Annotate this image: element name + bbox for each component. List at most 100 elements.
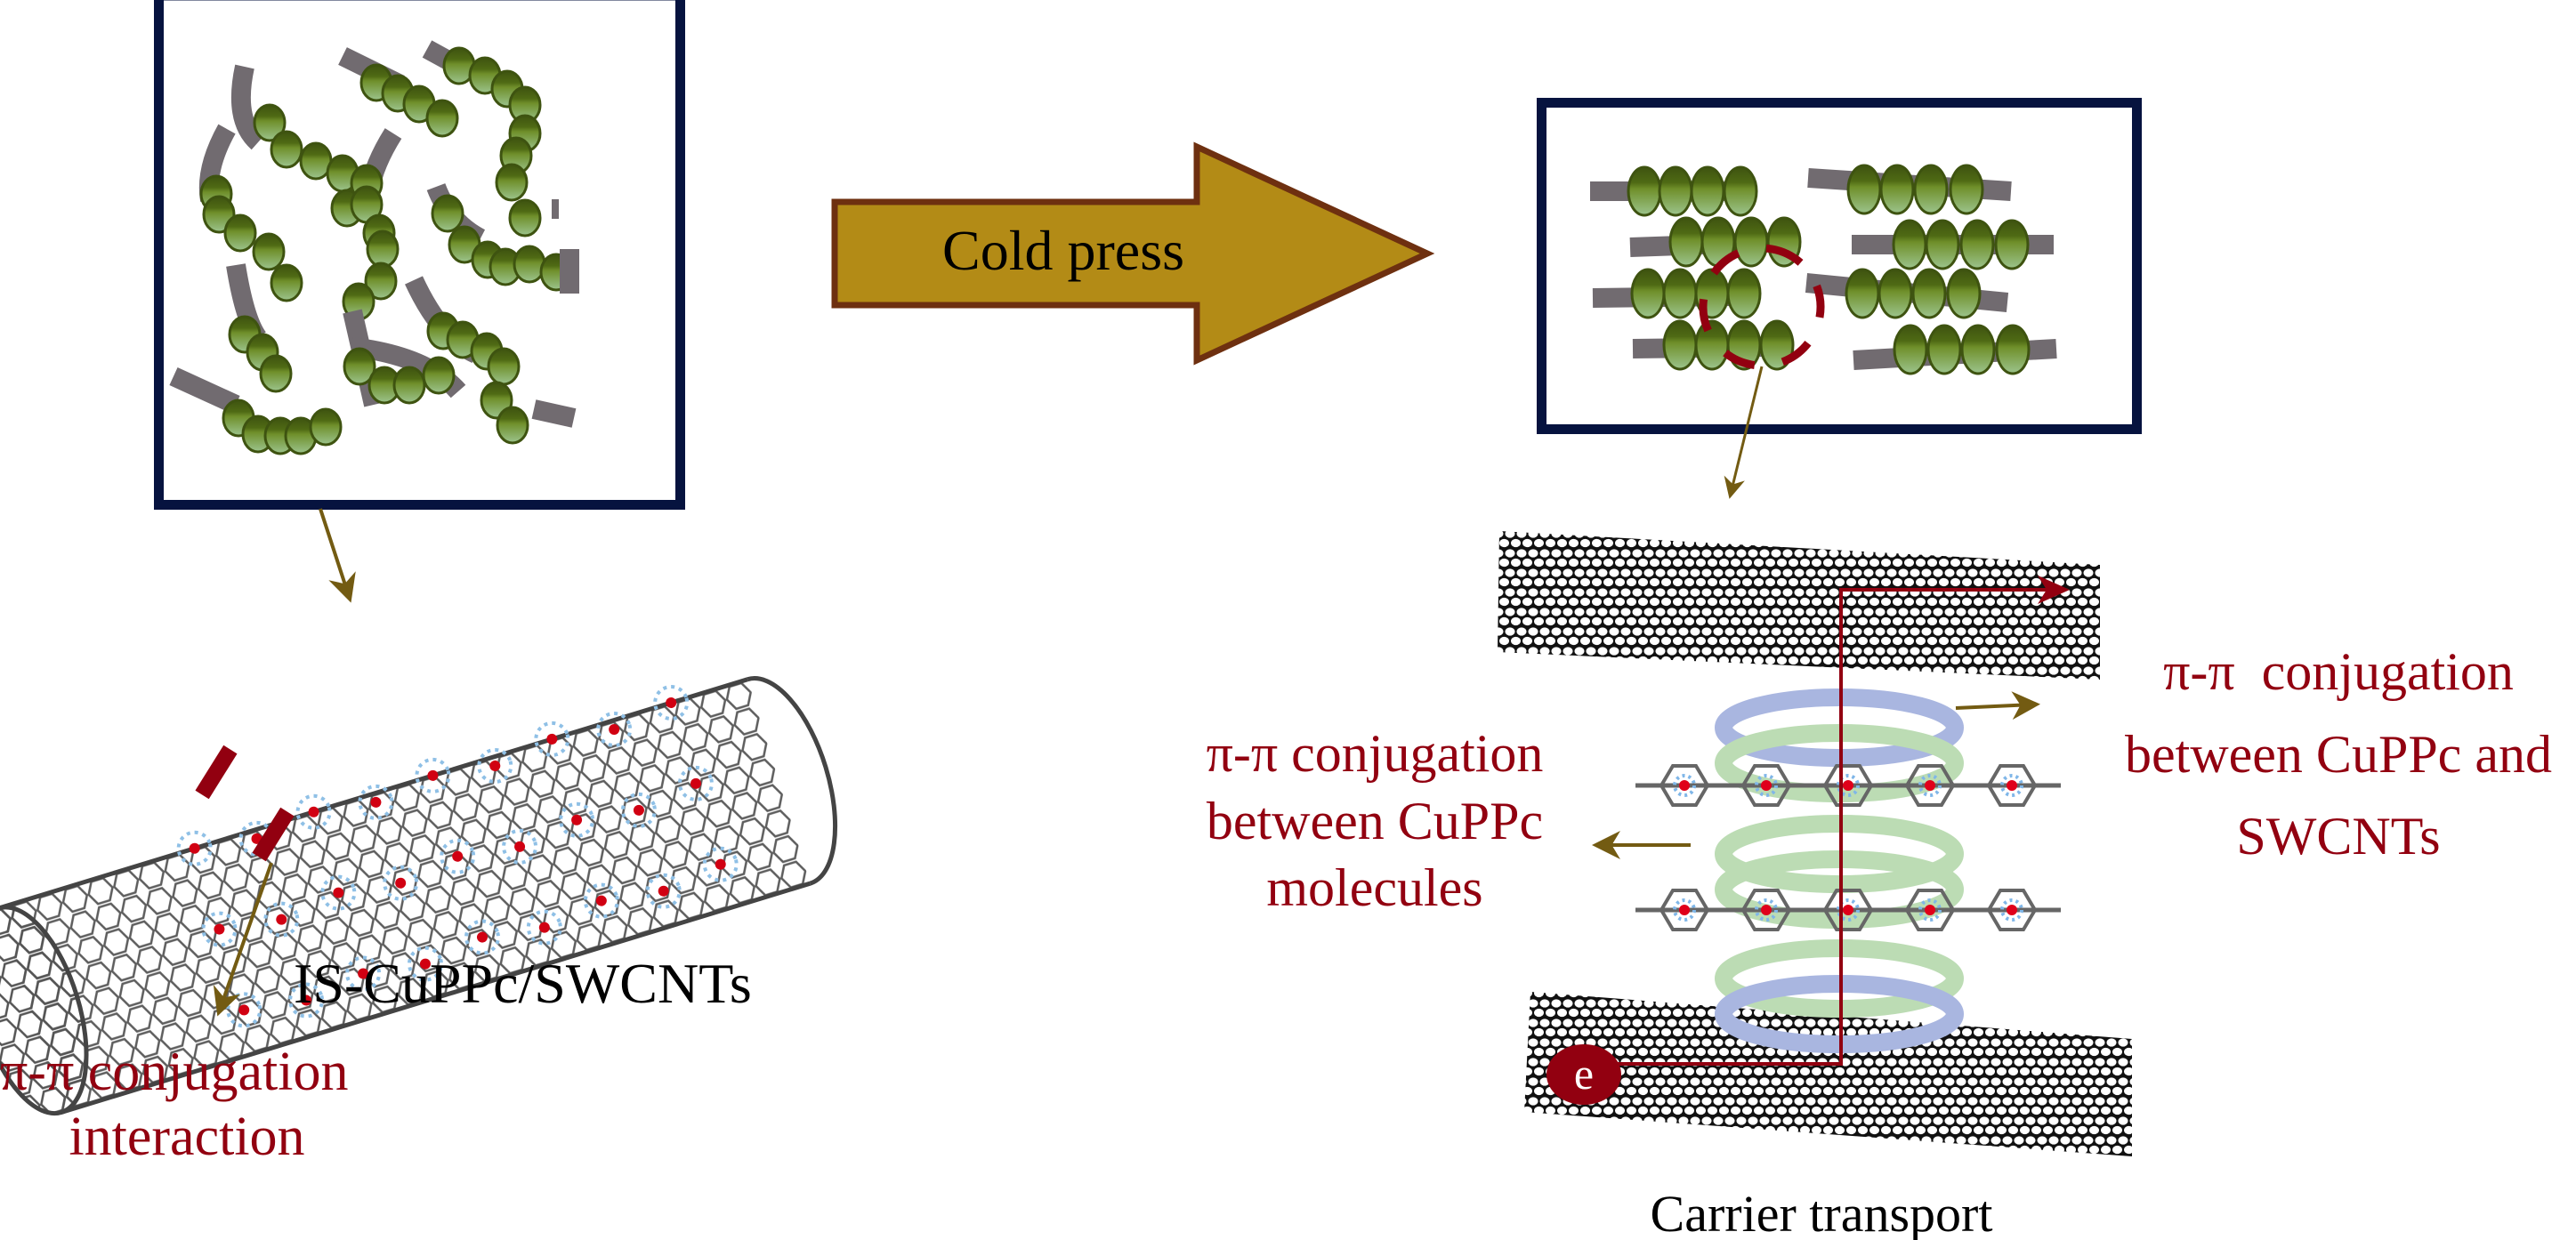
- nitrogen-ring: [1837, 774, 1860, 797]
- chain: [343, 337, 466, 405]
- bead: [1946, 268, 1982, 319]
- cu-atom: [419, 958, 431, 970]
- chain: [338, 47, 459, 138]
- cu-atom: [633, 804, 644, 816]
- bead: [1879, 164, 1915, 215]
- macrocycle: [1740, 764, 1792, 807]
- aligned-chains: [1590, 164, 2057, 375]
- bead: [1949, 164, 1984, 215]
- cu-atom: [690, 777, 701, 789]
- bead: [422, 356, 456, 395]
- cuppc-ring: [526, 909, 562, 946]
- cu-atom: [538, 922, 550, 933]
- bead: [1668, 216, 1704, 268]
- nanotube-body: [0, 679, 811, 1113]
- nitrogen-ring: [1918, 898, 1942, 922]
- cu-atom: [571, 814, 583, 825]
- bead: [364, 262, 398, 301]
- bead: [496, 406, 529, 445]
- chain: [169, 366, 343, 455]
- cu-atom: [308, 806, 319, 817]
- interaction-label-line2: interaction: [69, 1107, 304, 1167]
- chain: [226, 263, 293, 393]
- cuppc-row: [1635, 889, 2061, 931]
- bead: [1892, 219, 1927, 270]
- cuppc-ring: [464, 919, 500, 955]
- bead: [252, 232, 286, 271]
- cu-atom: [476, 931, 488, 943]
- aligned-chain: [1852, 219, 2054, 270]
- nitrogen-ring: [1837, 898, 1860, 922]
- nitrogen-ring: [2000, 774, 2023, 797]
- cu-atom: [370, 796, 382, 808]
- cuppc-ring: [176, 830, 213, 866]
- cuppc-ring: [559, 801, 595, 838]
- bottom-nanotube: [1524, 992, 2132, 1156]
- cu-atom: [452, 850, 464, 862]
- bead: [366, 229, 400, 269]
- interface-label-line2: between CuPPc and: [2125, 725, 2552, 784]
- electron-badge: [1546, 1044, 1621, 1105]
- cu-atom: [1761, 905, 1772, 915]
- bead: [1994, 219, 2030, 270]
- macrocycle: [1904, 889, 1956, 931]
- bead: [425, 99, 459, 138]
- cu-atom: [358, 968, 369, 979]
- pi-stack-marker: [252, 807, 295, 862]
- right-callout-arrow: [1724, 366, 1764, 499]
- bead: [513, 245, 546, 284]
- bead: [1627, 165, 1662, 217]
- intermolecular-label-line2: between CuPPc: [1207, 792, 1543, 850]
- aligned-chain: [1592, 268, 1762, 319]
- cu-atom: [1761, 780, 1772, 791]
- left-panel: [154, 0, 685, 510]
- nitrogen-ring: [2000, 898, 2023, 922]
- macrocycle: [1822, 889, 1874, 931]
- bead: [392, 366, 426, 405]
- bead: [1733, 216, 1769, 268]
- electron-label: e: [1574, 1049, 1594, 1099]
- macrocycle: [1986, 764, 2038, 807]
- cu-atom: [2007, 780, 2017, 791]
- bead: [1893, 324, 1928, 375]
- cuppc-ring: [415, 757, 451, 793]
- interface-label-line3: SWCNTs: [2236, 807, 2440, 866]
- chain: [531, 399, 577, 428]
- bead: [1662, 268, 1698, 319]
- cu-atom: [214, 923, 225, 935]
- bead: [495, 163, 529, 202]
- bead: [309, 407, 343, 447]
- intermolecular-label-line1: π-π conjugation: [1207, 724, 1544, 783]
- cu-atom: [489, 760, 501, 771]
- disordered-chains: [169, 40, 579, 455]
- swcnt-rod: [531, 399, 577, 428]
- nitrogen-ring: [1755, 774, 1778, 797]
- bead: [270, 263, 303, 302]
- cuppc-molecules: [176, 684, 739, 1028]
- cu-atom: [301, 994, 312, 1006]
- macrocycle: [1659, 889, 1710, 931]
- cu-atom: [609, 724, 620, 736]
- carrier-path: [1612, 576, 2070, 1066]
- interface-label-line1: π-π conjugation: [2163, 642, 2514, 701]
- macrocycle: [1659, 764, 1710, 807]
- cu-atom: [1679, 780, 1690, 791]
- macrocycle: [1822, 764, 1874, 807]
- cuppc-ring: [407, 946, 443, 982]
- bead: [1690, 165, 1725, 217]
- cuppc-ring: [345, 955, 382, 992]
- bead: [259, 354, 293, 393]
- bead: [1925, 219, 1960, 270]
- chain: [230, 64, 364, 228]
- bead: [1845, 268, 1880, 319]
- chain: [342, 128, 402, 321]
- nanotube-end-left: [0, 905, 89, 1116]
- bead: [1877, 268, 1913, 319]
- cu-atom: [238, 1004, 250, 1016]
- cu-atom: [427, 769, 439, 781]
- nitrogen-ring: [1673, 898, 1696, 922]
- composite-nanotube: [0, 676, 838, 1116]
- bead: [1662, 319, 1698, 371]
- aligned-chain: [1590, 165, 1758, 217]
- carrier-transport-schematic: e: [1498, 531, 2132, 1156]
